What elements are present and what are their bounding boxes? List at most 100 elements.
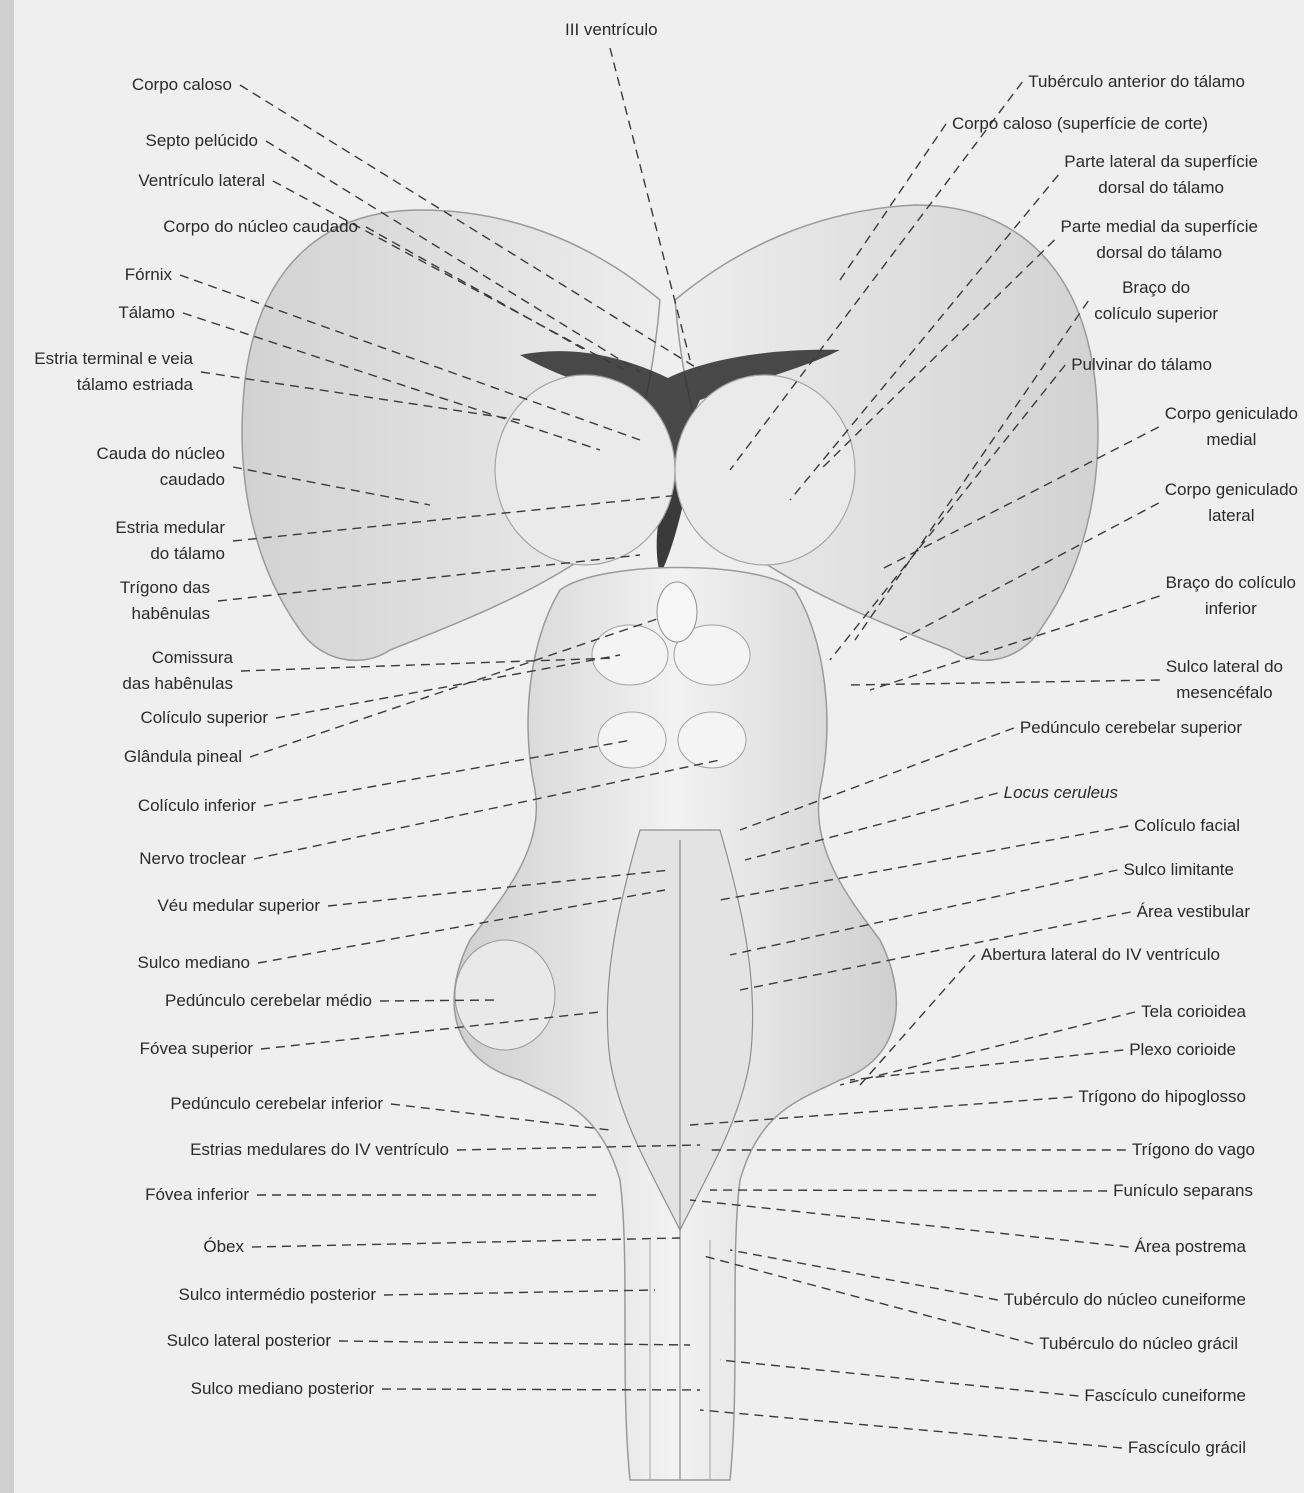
label-line: Colículo facial: [1134, 813, 1240, 839]
leader-line: [710, 1190, 1107, 1191]
label-obex: Óbex: [203, 1234, 244, 1260]
label-tuberculo-do-nucleo-gracil: Tubérculo do núcleo grácil: [1039, 1331, 1238, 1357]
label-line: Área vestibular: [1137, 899, 1250, 925]
label-line: Corpo caloso: [132, 72, 232, 98]
label-line: das habênulas: [122, 671, 233, 697]
label-line: caudado: [96, 467, 225, 493]
label-plexo-corioide: Plexo corioide: [1129, 1037, 1236, 1063]
leader-line: [690, 1200, 1129, 1247]
label-corpo-geniculado-lateral: Corpo geniculadolateral: [1165, 477, 1298, 529]
label-sulco-intermedio-posterior: Sulco intermédio posterior: [179, 1282, 376, 1308]
label-line: Parte lateral da superfície: [1064, 149, 1258, 175]
label-fasciculo-gracil: Fascículo grácil: [1128, 1435, 1246, 1461]
label-line: medial: [1165, 427, 1298, 453]
label-coliculo-facial: Colículo facial: [1134, 813, 1240, 839]
label-tuberculo-do-nucleo-cuneiforme: Tubérculo do núcleo cuneiforme: [1004, 1287, 1246, 1313]
leader-line: [720, 1360, 1078, 1396]
leader-line: [384, 1290, 655, 1295]
label-line: Corpo geniculado: [1165, 401, 1298, 427]
label-line: Tubérculo do núcleo cuneiforme: [1004, 1287, 1246, 1313]
label-line: Sulco intermédio posterior: [179, 1282, 376, 1308]
label-septo-pelucido: Septo pelúcido: [146, 128, 258, 154]
label-line: Tálamo: [118, 300, 175, 326]
label-trigono-do-vago: Trígono do vago: [1132, 1137, 1255, 1163]
label-parte-medial-da-superficie-dorsal-do-talamo: Parte medial da superfíciedorsal do tála…: [1061, 214, 1259, 266]
label-line: Colículo superior: [140, 705, 268, 731]
label-pedunculo-cerebelar-inferior: Pedúnculo cerebelar inferior: [170, 1091, 383, 1117]
label-line: Funículo separans: [1113, 1178, 1253, 1204]
label-line: Braço do: [1094, 275, 1218, 301]
label-sulco-mediano: Sulco mediano: [138, 950, 250, 976]
label-line: Ventrículo lateral: [138, 168, 265, 194]
label-line: Comissura: [122, 645, 233, 671]
label-line: Braço do colículo: [1166, 570, 1296, 596]
label-pedunculo-cerebelar-superior: Pedúnculo cerebelar superior: [1020, 715, 1242, 741]
label-fovea-superior: Fóvea superior: [140, 1036, 253, 1062]
label-line: Sulco mediano: [138, 950, 250, 976]
label-line: Pulvinar do tálamo: [1071, 352, 1212, 378]
label-corpo-caloso: Corpo caloso: [132, 72, 232, 98]
label-line: Sulco lateral do: [1166, 654, 1283, 680]
label-line: Fascículo grácil: [1128, 1435, 1246, 1461]
label-line: habênulas: [120, 601, 210, 627]
label-comissura-das-habenulas: Comissuradas habênulas: [122, 645, 233, 697]
label-line: Plexo corioide: [1129, 1037, 1236, 1063]
pineal-gland-shape: [657, 582, 697, 642]
label-estrias-medulares-do-iv-ventriculo: Estrias medulares do IV ventrículo: [190, 1137, 449, 1163]
label-corpo-caloso-superficie-de-corte: Corpo caloso (superfície de corte): [952, 111, 1208, 137]
label-talamo: Tálamo: [118, 300, 175, 326]
leader-line: [730, 1250, 998, 1300]
label-tuberculo-anterior-do-talamo: Tubérculo anterior do tálamo: [1028, 69, 1245, 95]
label-coliculo-inferior: Colículo inferior: [138, 793, 256, 819]
label-line: Colículo inferior: [138, 793, 256, 819]
label-glandula-pineal: Glândula pineal: [124, 744, 242, 770]
label-line: Véu medular superior: [157, 893, 320, 919]
label-line: Óbex: [203, 1234, 244, 1260]
label-line: Corpo geniculado: [1165, 477, 1298, 503]
leader-line: [850, 1050, 1123, 1080]
label-line: Estria medular: [115, 515, 225, 541]
label-fasciculo-cuneiforme: Fascículo cuneiforme: [1084, 1383, 1246, 1409]
label-line: Fórnix: [125, 262, 172, 288]
label-sulco-lateral-do-mesencefalo: Sulco lateral domesencéfalo: [1166, 654, 1283, 706]
label-ventriculo-lateral: Ventrículo lateral: [138, 168, 265, 194]
leader-line: [382, 1389, 700, 1390]
label-line: inferior: [1166, 596, 1296, 622]
label-line: Tubérculo anterior do tálamo: [1028, 69, 1245, 95]
label-funiculo-separans: Funículo separans: [1113, 1178, 1253, 1204]
label-sulco-lateral-posterior: Sulco lateral posterior: [167, 1328, 331, 1354]
label-line: Tela corioidea: [1141, 999, 1246, 1025]
label-line: Pedúnculo cerebelar inferior: [170, 1091, 383, 1117]
label-locus-ceruleus: Locus ceruleus: [1004, 780, 1118, 806]
label-line: Fascículo cuneiforme: [1084, 1383, 1246, 1409]
label-line: tálamo estriada: [34, 372, 193, 398]
label-line: Estria terminal e veia: [34, 346, 193, 372]
label-line: Cauda do núcleo: [96, 441, 225, 467]
label-line: Trígono do vago: [1132, 1137, 1255, 1163]
label-line: do tálamo: [115, 541, 225, 567]
label-veu-medular-superior: Véu medular superior: [157, 893, 320, 919]
label-nervo-troclear: Nervo troclear: [139, 846, 246, 872]
label-coliculo-superior: Colículo superior: [140, 705, 268, 731]
leader-line: [700, 1255, 1033, 1344]
label-fovea-inferior: Fóvea inferior: [145, 1182, 249, 1208]
label-line: Glândula pineal: [124, 744, 242, 770]
label-abertura-lateral-do-iv-ventriculo: Abertura lateral do IV ventrículo: [981, 942, 1220, 968]
label-line: dorsal do tálamo: [1061, 240, 1259, 266]
label-estria-terminal-e-veia-talamo-estriada: Estria terminal e veiatálamo estriada: [34, 346, 193, 398]
label-line: Trígono das: [120, 575, 210, 601]
label-line: Área postrema: [1135, 1234, 1247, 1260]
label-line: Parte medial da superfície: [1061, 214, 1259, 240]
label-line: Sulco mediano posterior: [191, 1376, 374, 1402]
label-trigono-do-hipoglosso: Trígono do hipoglosso: [1078, 1084, 1246, 1110]
label-corpo-geniculado-medial: Corpo geniculadomedial: [1165, 401, 1298, 453]
label-line: Abertura lateral do IV ventrículo: [981, 942, 1220, 968]
label-line: Corpo do núcleo caudado: [163, 214, 358, 240]
label-line: dorsal do tálamo: [1064, 175, 1258, 201]
label-line: lateral: [1165, 503, 1298, 529]
